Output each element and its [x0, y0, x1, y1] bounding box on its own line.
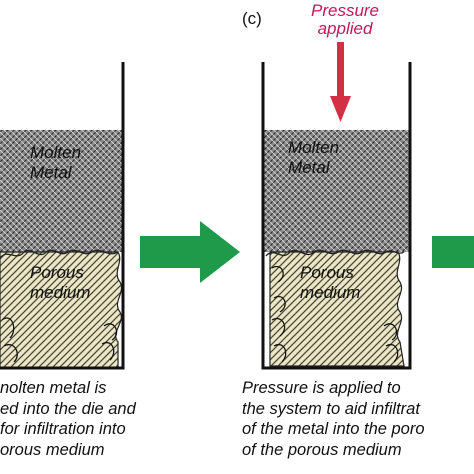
right-container — [261, 62, 412, 370]
right-porous-inner-curves — [271, 265, 399, 363]
right-porous-label: Porous medium — [300, 263, 360, 303]
left-porous-inner-curves — [1, 317, 118, 363]
left-caption-line3: for infiltration into — [0, 420, 126, 438]
left-caption: nolten metal is ed into the die and for … — [0, 378, 136, 460]
left-porous-label: Porous medium — [30, 263, 90, 303]
left-container-wall — [0, 62, 125, 370]
process-arrow-1 — [140, 221, 240, 283]
right-caption-line1: Pressure is applied to — [242, 379, 401, 397]
right-caption-line2: the system to aid infiltrat — [242, 399, 420, 418]
left-porous-top-bumps — [0, 249, 119, 259]
right-porous-top-bumps — [265, 249, 405, 257]
left-molten-label: Molten Metal — [30, 143, 81, 183]
right-caption: Pressure is applied to the system to aid… — [242, 378, 425, 460]
right-container-wall — [261, 62, 412, 370]
right-porous-label-line1: Porous — [300, 263, 354, 282]
left-molten-label-line2: Metal — [30, 163, 72, 182]
right-caption-line4: of the porous medium — [242, 440, 402, 459]
right-porous-medium — [269, 251, 405, 367]
left-caption-line2: ed into the die and — [0, 399, 136, 418]
right-porous-label-line2: medium — [300, 283, 361, 302]
process-arrow-2 — [432, 236, 474, 268]
right-molten-label-line1: Molten — [288, 138, 340, 157]
right-molten-label-line2: Metal — [288, 158, 330, 177]
left-molten-metal — [0, 130, 123, 252]
left-molten-label-line1: Molten — [30, 143, 82, 162]
pressure-label-line2: applied — [317, 19, 373, 38]
left-porous-label-line2: medium — [30, 283, 91, 302]
left-porous-label-line1: Porous — [30, 263, 84, 282]
pressure-label-line1: Pressure — [310, 1, 380, 20]
left-caption-line1: nolten metal is — [0, 379, 107, 397]
panel-label: (c) — [242, 9, 262, 28]
right-molten-metal — [263, 130, 410, 252]
left-container — [0, 62, 125, 370]
right-molten-label: Molten Metal — [288, 138, 339, 178]
pressure-label: Pressure applied — [300, 2, 390, 38]
left-caption-line4: orous medium — [0, 440, 105, 459]
right-caption-line3: of the metal into the poro — [242, 420, 425, 438]
pressure-arrow — [330, 42, 351, 122]
